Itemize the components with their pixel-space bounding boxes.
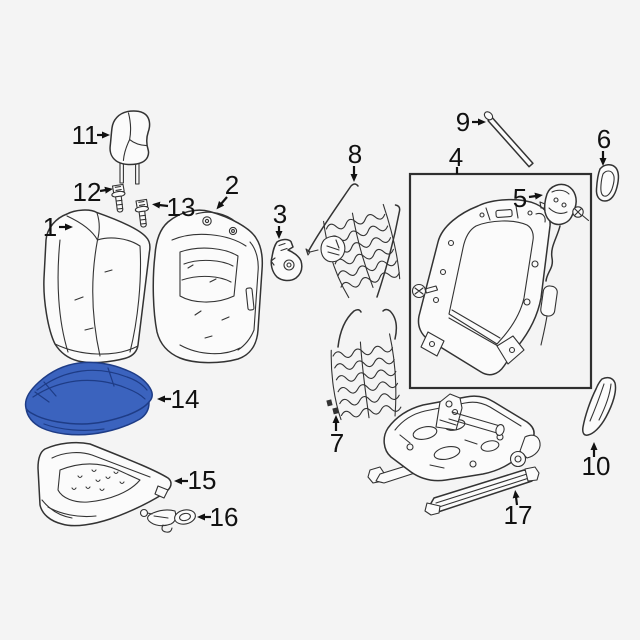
part-5-recliner-mechanism	[539, 183, 590, 346]
callout-1: 1	[43, 212, 73, 242]
callout-8-label: 8	[348, 139, 362, 169]
part-7-seat-cushion-heater	[326, 308, 402, 421]
part-9-support-rod	[483, 111, 534, 168]
recliner-bolt	[572, 206, 590, 222]
callout-17-arrow	[512, 490, 520, 506]
callout-13-arrow	[152, 201, 169, 209]
part-6-trim-ring	[595, 164, 620, 202]
callout-12-arrow	[99, 186, 113, 194]
callout-3-label: 3	[273, 199, 287, 229]
callout-7-label: 7	[330, 428, 344, 458]
callout-15: 15	[174, 465, 217, 495]
part-12-bolt	[110, 183, 126, 213]
callout-7: 7	[330, 415, 344, 458]
part-16-seat-sensor	[139, 508, 196, 533]
callout-3: 3	[273, 199, 287, 239]
heater-connector-cluster	[320, 235, 346, 263]
part-13-bolt	[134, 198, 150, 228]
callout-15-label: 15	[188, 465, 217, 495]
callout-2: 2	[216, 170, 239, 210]
callout-9-label: 9	[456, 107, 470, 137]
part-17-seat-track	[367, 393, 541, 516]
part-3-bracket	[270, 238, 303, 282]
callout-13: 13	[152, 192, 196, 222]
callout-6-label: 6	[597, 124, 611, 154]
callout-13-label: 13	[167, 192, 196, 222]
part-15-cushion-foam	[37, 441, 172, 527]
callout-5-label: 5	[513, 183, 527, 213]
part-11-headrest	[109, 110, 151, 185]
callout-9: 9	[456, 107, 486, 137]
cushion-seam-lines	[32, 367, 148, 431]
callout-2-arrow	[216, 196, 228, 210]
callout-10-label: 10	[582, 451, 611, 481]
callout-8: 8	[348, 139, 362, 182]
callout-2-label: 2	[225, 170, 239, 200]
recliner-cable	[545, 225, 561, 282]
part-4-seat-back-frame	[411, 198, 551, 376]
callout-12: 12	[73, 177, 113, 207]
callout-1-label: 1	[43, 212, 57, 242]
callout-11: 11	[72, 120, 110, 150]
callout-14-label: 14	[171, 384, 200, 414]
callout-5: 5	[513, 183, 543, 213]
callout-5-arrow	[528, 192, 543, 200]
frame-mount-bolt	[411, 283, 439, 299]
part-14-cushion-cover-highlighted	[24, 361, 153, 436]
callout-12-label: 12	[73, 177, 102, 207]
callout-14: 14	[157, 384, 200, 414]
part-8-seat-back-heater	[305, 183, 401, 299]
callout-16-label: 16	[210, 502, 239, 532]
callout-17: 17	[504, 490, 533, 530]
callouts: 1 2 3 4 5 6 7 8	[43, 107, 611, 532]
callout-4-label: 4	[449, 142, 463, 172]
part-4-frame-box	[408, 172, 593, 390]
part-1-seat-back-cover	[43, 209, 151, 364]
callout-17-label: 17	[504, 500, 533, 530]
callout-11-label: 11	[72, 120, 99, 150]
callout-4: 4	[449, 142, 463, 174]
callout-6: 6	[597, 124, 611, 166]
callout-10: 10	[582, 442, 611, 481]
callout-16: 16	[197, 502, 239, 532]
part-10-side-garnish	[582, 376, 617, 436]
part-2-seat-back-foam	[152, 209, 264, 364]
